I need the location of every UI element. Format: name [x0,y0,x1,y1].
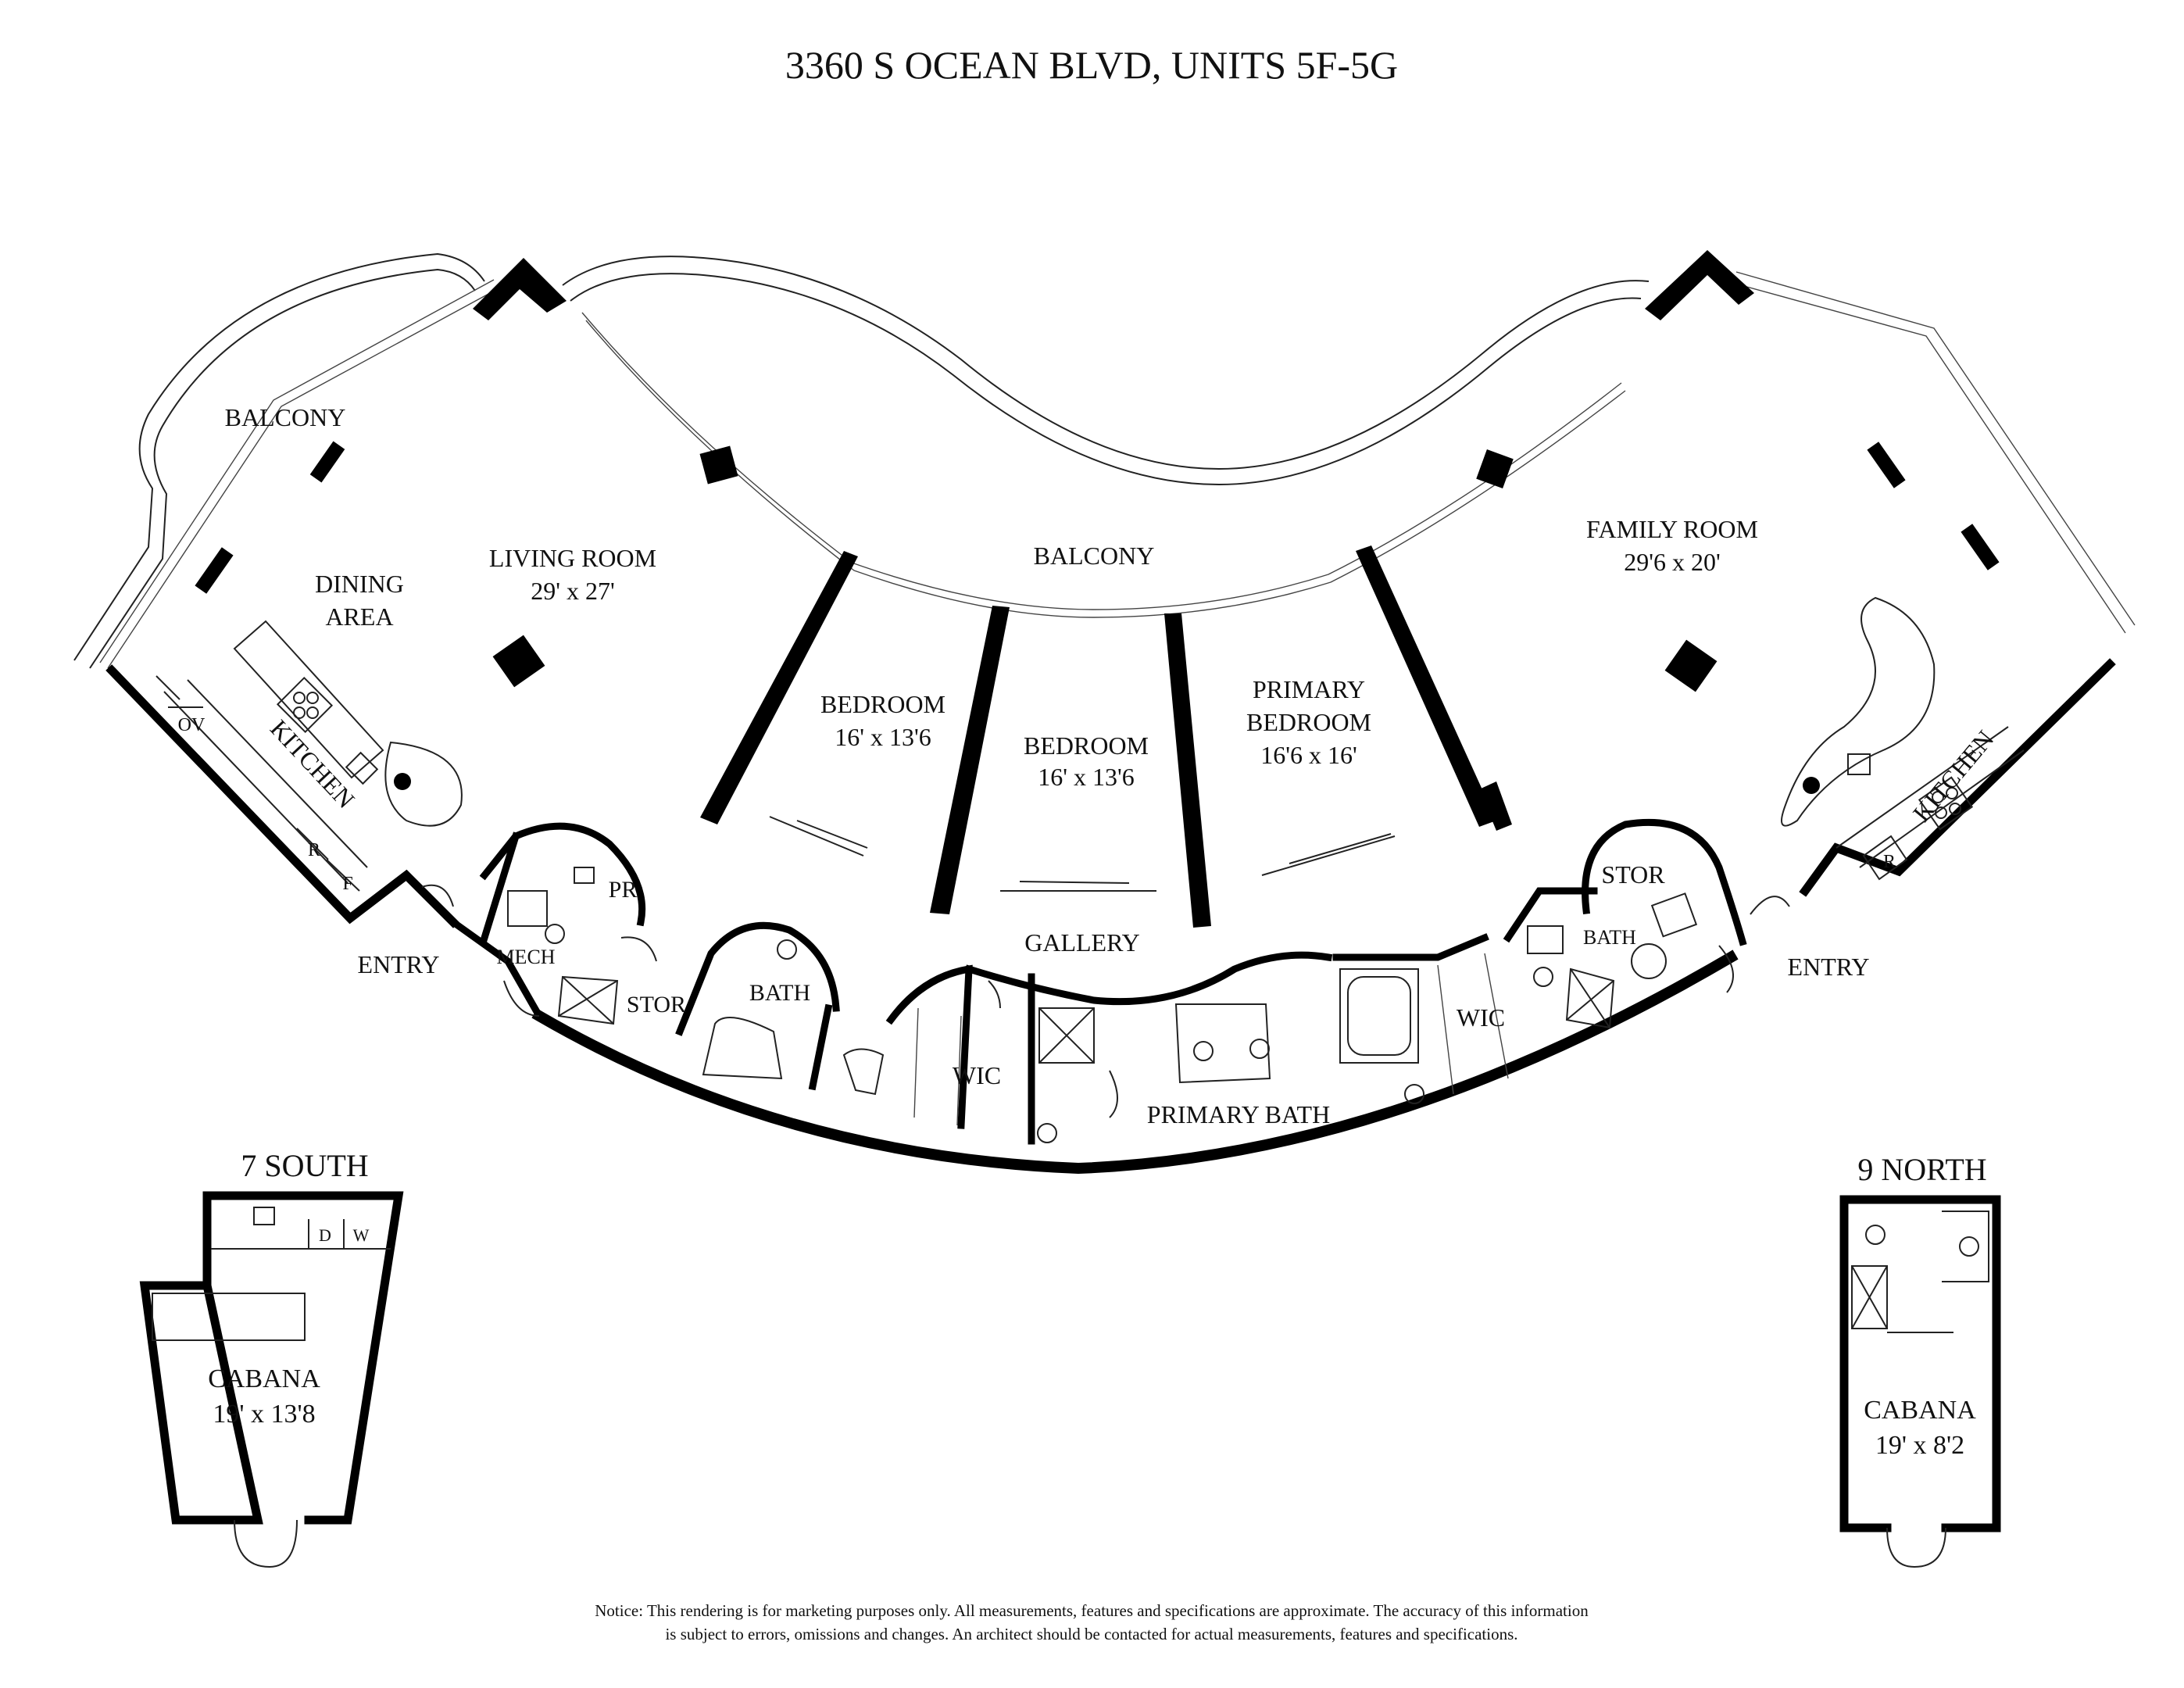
primary-bath-label: PRIMARY BATH [1147,1100,1330,1128]
gallery-label: GALLERY [1024,928,1140,957]
family-room-label: FAMILY ROOM [1586,515,1758,543]
primary-bath-area [964,933,1509,1145]
living-room-size: 29' x 27' [531,577,615,605]
dining-label-line1: DINING [315,570,404,598]
kitchen-left [155,620,463,892]
cabana-south-name: CABANA [208,1364,320,1393]
bedroom-walls [700,545,1512,928]
exterior-piers [195,441,2000,594]
cabana-south-heading: 7 SOUTH [241,1148,368,1183]
bath-left-label: BATH [749,980,810,1006]
stor-left-label: STOR [627,992,686,1017]
bath-right-label: BATH [1583,926,1636,949]
kitchen-left-label: KITCHEN [265,714,360,814]
dryer-label: D [319,1225,331,1245]
cabana-north-size: 19' x 8'2 [1875,1431,1964,1460]
primary-bedroom-line1: PRIMARY [1253,675,1365,703]
primary-bedroom-size: 16'6 x 16' [1260,741,1357,769]
refrigerator-left-label: R [308,840,320,860]
cabana-north-name: CABANA [1864,1396,1976,1425]
cabana-north-plan [1839,1195,2001,1568]
service-core-right [1503,818,1790,1029]
bedroom1-label: BEDROOM [820,690,945,718]
entry-right-label: ENTRY [1788,953,1870,981]
washer-label: W [353,1225,370,1245]
closet-doors [769,816,1396,892]
cabana-south-size: 19' x 13'8 [213,1400,315,1429]
balcony-left-label: BALCONY [225,403,346,431]
wic-right-label: WIC [1457,1003,1505,1032]
living-room-label: LIVING ROOM [489,544,656,572]
wic-left-label: WIC [953,1061,1001,1089]
service-core-left [421,822,973,1129]
refrigerator-right-label: R [1883,852,1896,872]
cabana-south-plan [139,1191,404,1568]
mech-label: MECH [496,946,555,968]
stor-right-label: STOR [1601,860,1665,889]
dining-label-line2: AREA [325,603,393,631]
kitchen-right [1781,596,2025,881]
notice-line-2: is subject to errors, omissions and chan… [665,1625,1517,1643]
column-living [492,635,545,688]
family-room-size: 29'6 x 20' [1624,548,1721,576]
column-family [1664,639,1718,692]
notice-line-1: Notice: This rendering is for marketing … [595,1601,1589,1620]
cabana-north-heading: 9 NORTH [1857,1152,1986,1187]
oven-label: OV [178,715,206,735]
plan-title: 3360 S OCEAN BLVD, UNITS 5F-5G [785,43,1398,87]
bedroom2-label: BEDROOM [1024,731,1149,760]
balcony-center-label: BALCONY [1034,542,1155,570]
bedroom1-size: 16' x 13'6 [835,723,931,751]
bedroom2-size: 16' x 13'6 [1038,763,1135,791]
freezer-left-label: F [342,874,352,894]
primary-bedroom-line2: BEDROOM [1246,708,1371,736]
entry-left-label: ENTRY [358,950,440,978]
exterior-walls [105,250,2116,1175]
kitchen-right-label: KITCHEN [1907,725,2000,828]
powder-room-label: PR [609,877,638,903]
